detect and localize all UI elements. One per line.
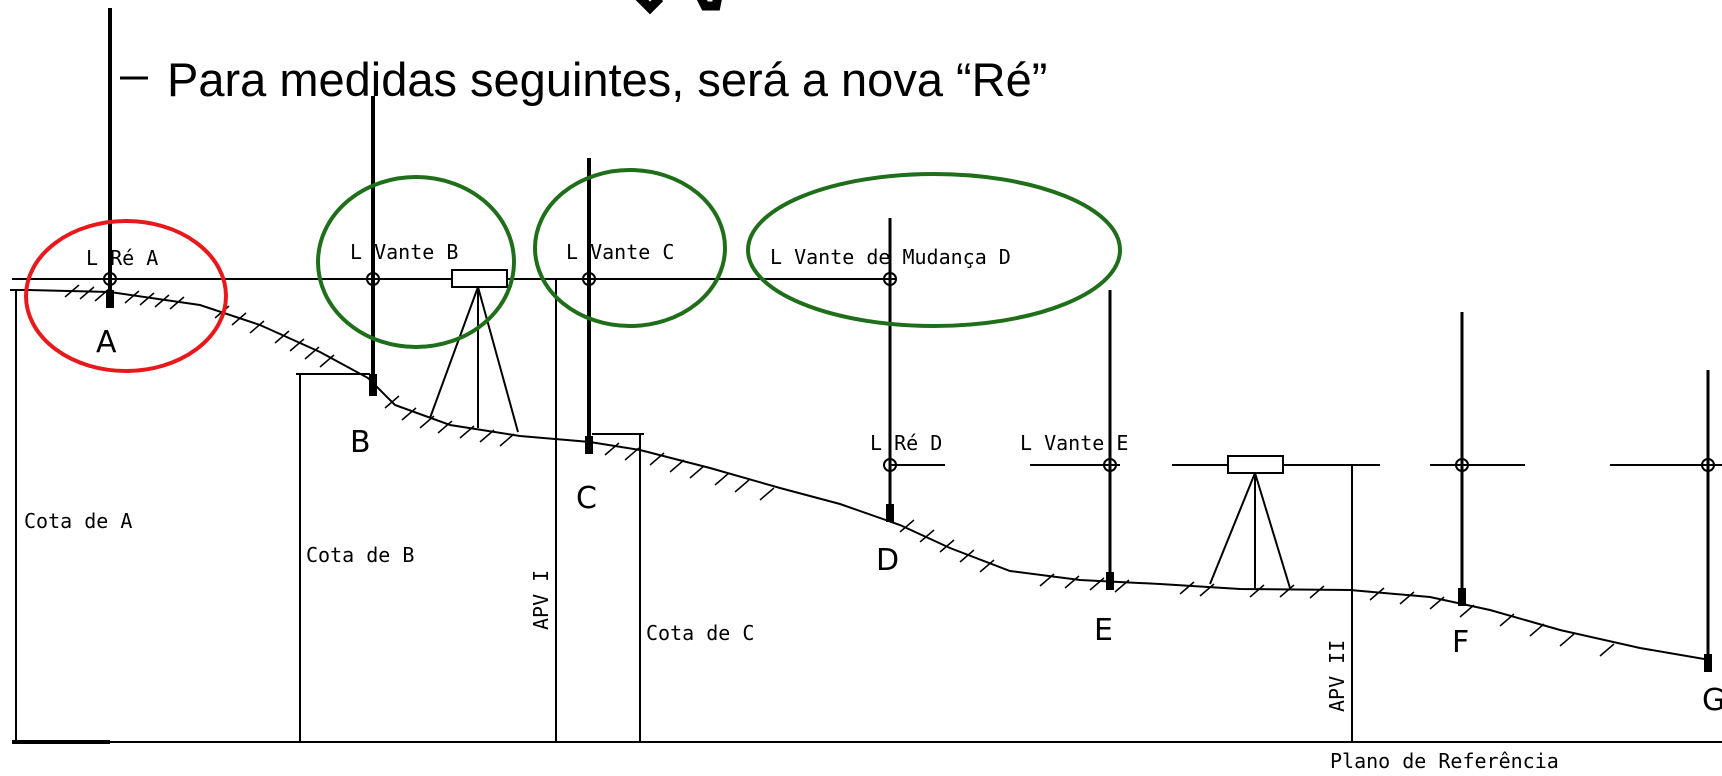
staff-f (1458, 312, 1466, 606)
point-label-a: A (96, 325, 117, 360)
reference-plane-label: Plano de Referência (1330, 749, 1559, 771)
label-vante-mudanca-d: L Vante de Mudança D (770, 245, 1011, 269)
label-re-d: L Ré D (870, 431, 942, 455)
sight-mark-e (1103, 458, 1117, 472)
label-vante-c: L Vante C (566, 240, 674, 264)
highlight-vante-mudanca-d (746, 172, 1122, 328)
sight-mark-d (883, 272, 897, 286)
point-label-d: D (876, 543, 899, 578)
level-instrument-2 (1209, 455, 1291, 589)
point-label-b: B (350, 425, 371, 460)
highlight-vante-b (316, 175, 516, 349)
staff-g (1704, 370, 1712, 672)
dimension-cota-b (296, 373, 370, 742)
sight-mark-d2 (883, 458, 897, 472)
terrain-hatching (64, 284, 1615, 657)
staff-b (369, 96, 377, 396)
point-label-g: G (1702, 683, 1722, 718)
point-label-e: E (1094, 613, 1113, 648)
dimension-cota-c (592, 433, 644, 742)
staff-e (1106, 290, 1114, 590)
sight-mark-f (1455, 458, 1469, 472)
label-cota-b: Cota de B (306, 543, 414, 567)
bullet-text: Para medidas seguintes, será a nova “Ré” (167, 53, 1047, 106)
highlight-vante-c (533, 168, 727, 328)
label-vante-b: L Vante B (350, 240, 458, 264)
staff-c (585, 158, 593, 454)
point-label-f: F (1452, 625, 1469, 660)
level-instrument-1 (429, 269, 519, 433)
label-vante-e: L Vante E (1020, 431, 1128, 455)
sight-mark-c (582, 272, 596, 286)
label-cota-c: Cota de C (646, 621, 754, 645)
label-cota-a: Cota de A (24, 509, 132, 533)
sight-mark-b (366, 272, 380, 286)
staff-a (106, 8, 114, 308)
label-apv-2: APV II (1325, 640, 1349, 712)
sight-mark-a (103, 272, 117, 286)
point-label-c: C (576, 481, 597, 516)
cropped-title-fragment (635, 0, 722, 15)
sight-mark-g (1701, 458, 1715, 472)
highlight-re-a (24, 219, 228, 373)
label-re-a: L Ré A (86, 246, 158, 270)
terrain-profile (27, 289, 1711, 661)
label-apv-1: APV I (529, 570, 553, 630)
